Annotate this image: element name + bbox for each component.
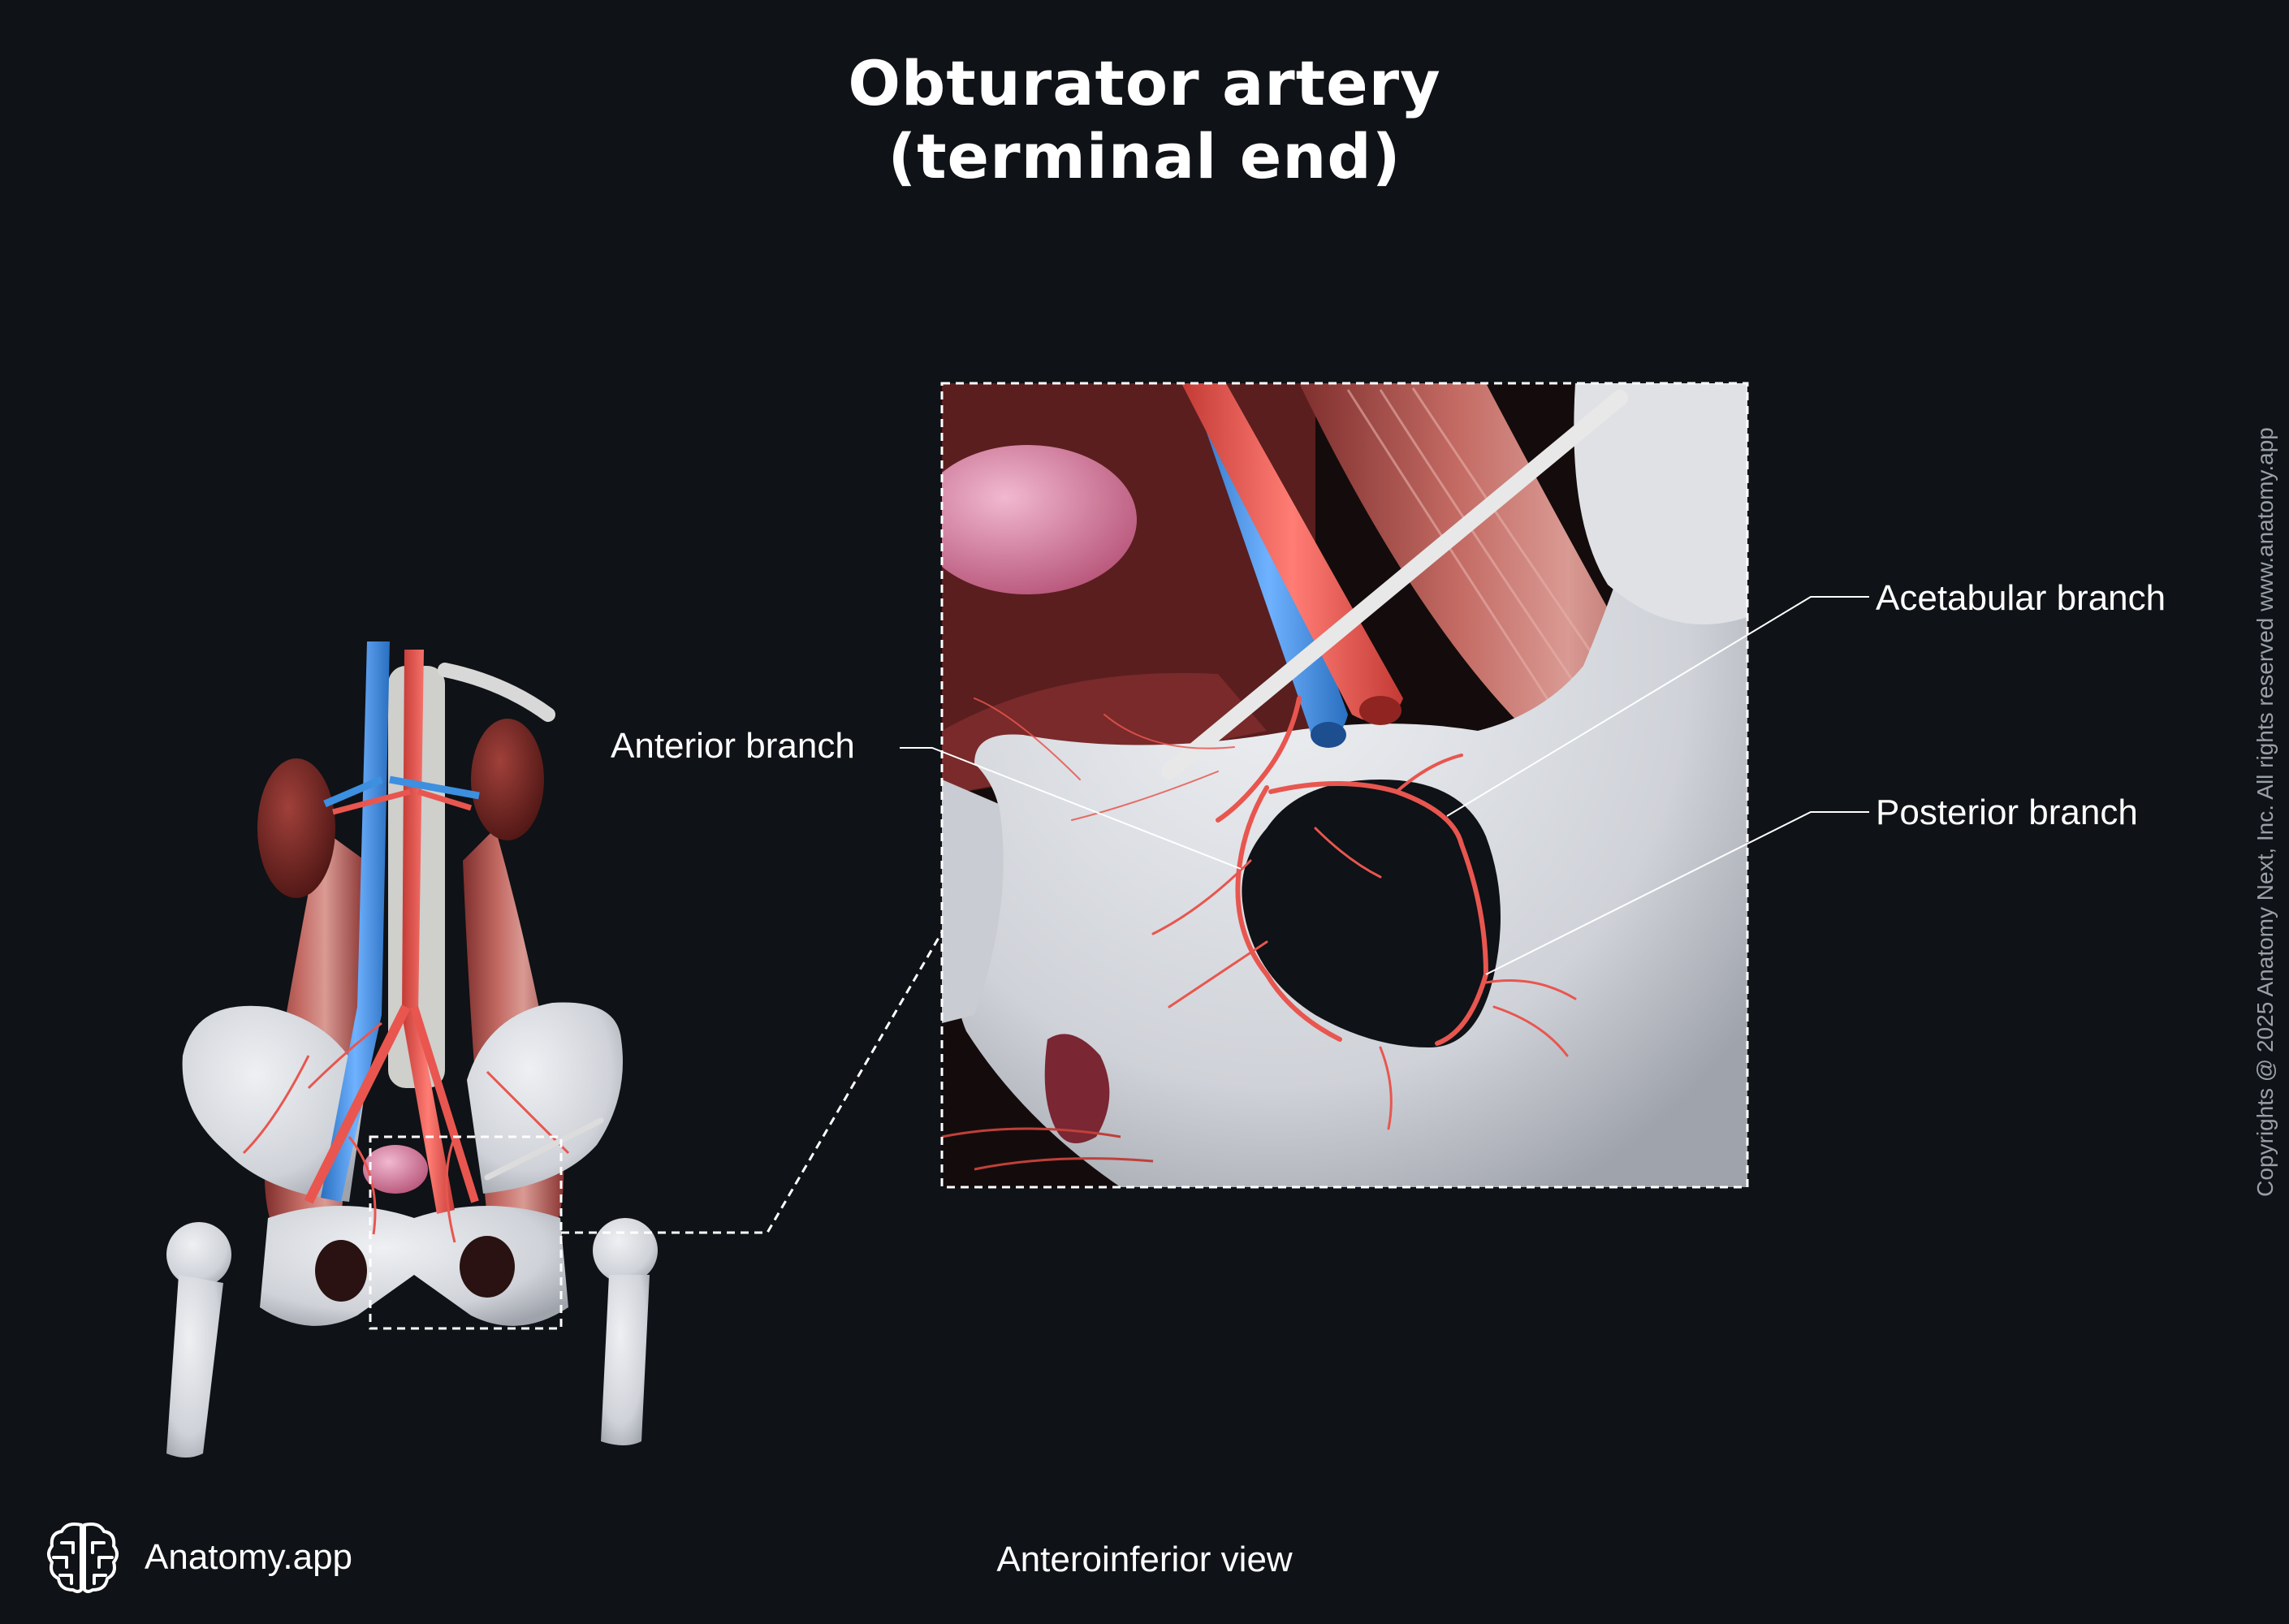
left-femoral-head xyxy=(166,1222,231,1287)
zoomed-bladder xyxy=(942,445,1137,594)
left-femur xyxy=(166,1275,223,1458)
title-line-2: (terminal end) xyxy=(888,120,1401,192)
posterior-branch-vessel xyxy=(1268,781,1489,1046)
zoom-frame xyxy=(940,382,1749,1189)
acetabular-branch-leader xyxy=(1446,596,1869,817)
zoomed-obturator-foramen xyxy=(1242,780,1501,1047)
abdominal-aorta xyxy=(402,650,455,1214)
acetabular-branch-vessel xyxy=(1395,754,1463,793)
left-kidney xyxy=(257,758,335,898)
right-iliac-wing xyxy=(467,1002,623,1194)
pubic-bone xyxy=(260,1206,568,1326)
full-pelvis-model xyxy=(166,641,658,1458)
anterior-branch-label: Anterior branch xyxy=(611,726,855,766)
anterior-branch-leader xyxy=(900,747,1242,870)
zoomed-ilium-upper xyxy=(1574,383,1747,624)
title-line-1: Obturator artery xyxy=(848,47,1441,119)
anterior-branch-vessel xyxy=(1235,785,1342,1042)
zoomed-inguinal-ligament xyxy=(1161,390,1628,780)
acetabular-branch-label: Acetabular branch xyxy=(1876,578,2166,618)
right-obturator-foramen xyxy=(460,1236,515,1298)
right-kidney xyxy=(471,719,544,840)
rib-stub xyxy=(438,663,555,722)
left-common-iliac-artery xyxy=(304,1004,411,1204)
zoomed-detail xyxy=(942,383,1747,1187)
brand-name: Anatomy.app xyxy=(145,1537,353,1577)
renal-arteries xyxy=(332,788,473,815)
obturator-artery-trunk xyxy=(1216,696,1302,823)
copyright-notice: Copyrights @ 2025 Anatomy Next, Inc. All… xyxy=(2252,427,2278,1197)
bladder xyxy=(363,1145,428,1194)
zoomed-ovary xyxy=(1044,1034,1110,1143)
zoomed-external-iliac-artery xyxy=(1181,383,1403,722)
posterior-branch-label: Posterior branch xyxy=(1876,793,2138,832)
brand[interactable]: Anatomy.app xyxy=(42,1517,352,1598)
selection-box xyxy=(369,1135,563,1330)
right-femoral-head xyxy=(593,1218,658,1283)
right-femur xyxy=(601,1275,650,1445)
left-obturator-foramen xyxy=(315,1240,367,1302)
obturator-artery-branches xyxy=(974,696,1577,1130)
brain-logo-icon xyxy=(47,1522,119,1593)
renal-veins xyxy=(323,775,480,808)
posterior-branch-leader xyxy=(1485,811,1869,975)
inguinal-ligament xyxy=(484,1117,604,1181)
view-caption: Anteroinferior view xyxy=(996,1540,1293,1579)
aortic-bifurcation-branch xyxy=(410,1005,479,1203)
left-iliac-wing xyxy=(182,1005,365,1202)
page-title: Obturator artery (terminal end) xyxy=(0,47,2289,193)
